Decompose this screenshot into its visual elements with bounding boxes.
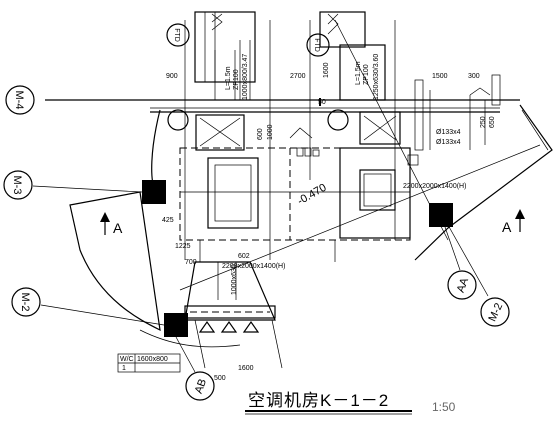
dim-650: 650 — [489, 116, 496, 128]
outer-wall-left — [69, 191, 161, 332]
axis-bubble-m2-right: M-2 — [447, 224, 510, 327]
dim-1600-bottom: 1600 — [238, 365, 254, 372]
dim-250: 250 — [480, 116, 487, 128]
section-mark-left: A — [100, 212, 123, 236]
axis-label-m4: M-4 — [13, 91, 25, 110]
dim-500: 500 — [214, 375, 226, 382]
legend-code: W/C — [120, 356, 134, 363]
fan-ftd-left: FTD — [166, 23, 190, 131]
note-right-size: 1250x630/3.60 — [373, 54, 380, 100]
note-right-box: 2200x2000x1400(H) — [403, 183, 466, 190]
fan-label-right: FTD — [313, 38, 320, 52]
diagonal-reference — [179, 144, 541, 291]
note-left-length: L=1.5m — [225, 66, 232, 90]
note-pipe-1: Ø133x4 — [436, 129, 461, 136]
fan-ftd-right: FTD — [306, 33, 349, 131]
dim-1500: 1500 — [432, 73, 448, 80]
dim-600: 600 — [257, 128, 264, 140]
note-left-size: 1000x800/3.47 — [242, 54, 249, 100]
axis-bubble-ab: AB — [175, 336, 215, 401]
column-m2 — [164, 313, 188, 337]
ahu-unit — [179, 147, 411, 262]
axis-label-m3: M-3 — [11, 176, 23, 195]
axis-label-aa: AA — [455, 276, 472, 295]
note-left-zp: ZP100 — [233, 69, 240, 90]
legend-size: 1600x800 — [137, 356, 168, 363]
dim-1600: 1600 — [323, 62, 330, 78]
column-m3 — [142, 180, 166, 204]
note-pipe-2: Ø133x4 — [436, 139, 461, 146]
left-curve — [151, 109, 161, 191]
outer-wall-right-inner — [521, 109, 549, 151]
dim-700: 700 — [185, 259, 197, 266]
axis-bubble-m2-left: M-2 — [11, 287, 165, 326]
axis-bubble-m4: M-4 — [5, 85, 35, 115]
note-right-zp: ZP100 — [363, 64, 370, 85]
legend-table: W/C 1600x800 1 — [117, 353, 181, 373]
bottom-curve — [139, 329, 241, 348]
outer-wall-right — [414, 104, 553, 261]
axis-label-m2-left: M-2 — [19, 293, 31, 312]
dim-1000: 1000 — [267, 124, 274, 140]
elevation-label: -0.470 — [296, 182, 329, 208]
axis-label-ab: AB — [193, 377, 209, 395]
axis-bubble-m3: M-3 — [3, 170, 143, 200]
axis-bubble-aa: AA — [444, 226, 477, 300]
axis-label-m2-right: M-2 — [486, 301, 505, 323]
fan-label-left: FTD — [173, 28, 180, 42]
dim-50: 50 — [318, 99, 326, 106]
section-label-left: A — [113, 220, 123, 236]
supply-ducts — [195, 50, 401, 151]
drawing-scale: 1:50 — [432, 400, 456, 414]
dim-900: 900 — [166, 73, 178, 80]
dim-2700: 2700 — [290, 73, 306, 80]
dim-300: 300 — [468, 73, 480, 80]
dim-1000x630: 1000x630 — [231, 264, 238, 295]
column-aa — [429, 203, 453, 227]
section-mark-right: A — [502, 209, 525, 235]
dim-602: 602 — [238, 253, 250, 260]
right-piping — [414, 74, 501, 151]
fresh-air-intake — [184, 261, 283, 369]
legend-row: 1 — [122, 365, 126, 372]
dim-425: 425 — [162, 217, 174, 224]
note-bottom-box: 2200x2000x1400(H) — [222, 263, 285, 270]
pipe-fittings — [289, 98, 419, 166]
note-right-length: L=1.5m — [355, 61, 362, 85]
section-label-right: A — [502, 219, 512, 235]
dim-1225: 1225 — [175, 243, 191, 250]
drawing-title: 空调机房K－1－2 — [248, 391, 389, 410]
